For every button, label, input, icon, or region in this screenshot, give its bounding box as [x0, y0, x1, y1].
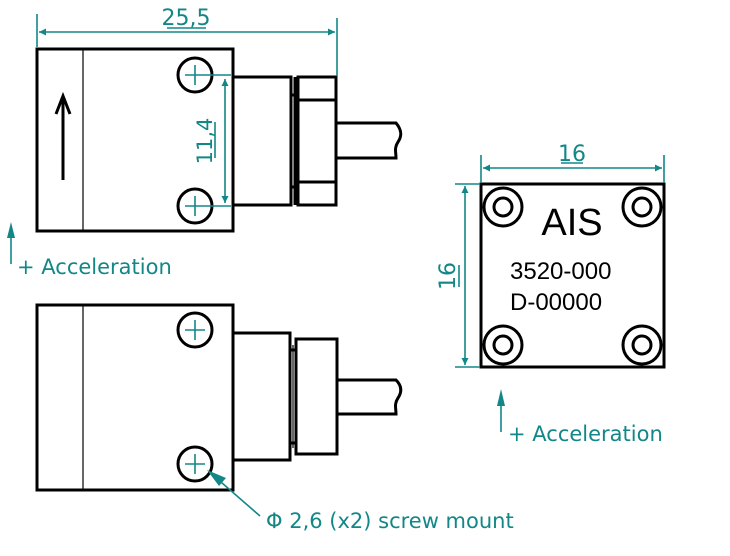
screw-mount-callout: Φ 2,6 (x2) screw mount [207, 470, 514, 533]
arrow-up-icon [497, 389, 505, 406]
leader-arrow-icon [207, 470, 226, 486]
model-marking: 3520-000 [510, 258, 611, 285]
mount-hole-side-upper [176, 311, 214, 349]
mount-hole-side-lower [176, 445, 214, 483]
cable-top [336, 121, 403, 160]
acceleration-indicator-side: + Acceleration [7, 222, 172, 279]
side-view: Φ 2,6 (x2) screw mount [35, 303, 514, 533]
dimension-hole-spacing-label: 11,4 [193, 118, 217, 165]
face-hole-top-right [621, 186, 663, 228]
acceleration-label-side: + Acceleration [17, 255, 172, 279]
serial-marking: D-00000 [510, 289, 602, 316]
face-hole-top-left [482, 186, 524, 228]
face-hole-bottom-right [621, 324, 663, 366]
mount-hole-top-upper [176, 56, 231, 94]
screw-mount-label: Φ 2,6 (x2) screw mount [266, 509, 514, 533]
acceleration-indicator-face: + Acceleration [497, 389, 663, 446]
arrow-up-icon [7, 222, 15, 238]
sensor-face [479, 182, 666, 369]
dimension-length-label: 25,5 [162, 6, 211, 31]
dimension-face-height-label: 16 [436, 262, 461, 290]
acceleration-direction-arrow-icon [54, 91, 72, 180]
face-hole-bottom-left [482, 324, 524, 366]
brand-marking: AIS [541, 202, 602, 244]
top-view: 25,5 11,4 + Acceleration [7, 6, 403, 279]
connector-housing-side [233, 331, 292, 462]
face-view: AIS 3520-000 D-00000 16 16 + Acceleratio… [436, 142, 666, 446]
connector-nut-top [296, 75, 338, 207]
sensor-body-side [35, 303, 235, 492]
acceleration-label-face: + Acceleration [508, 422, 663, 446]
mount-hole-top-lower [176, 187, 231, 225]
cable-side [337, 378, 403, 416]
connector-nut-side [294, 337, 339, 456]
connector-housing-top [231, 75, 293, 207]
